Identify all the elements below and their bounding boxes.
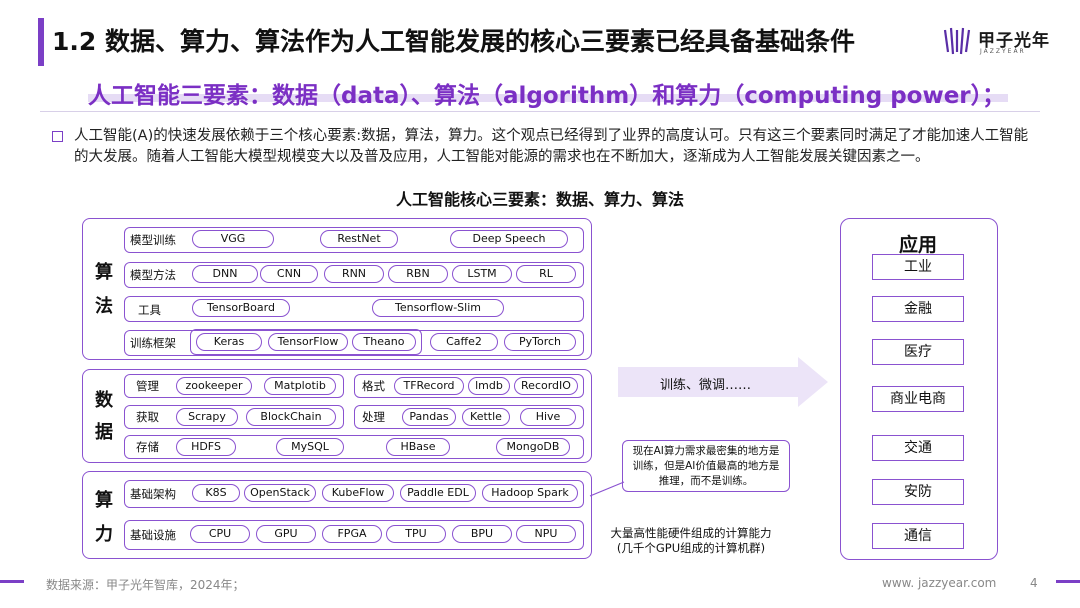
pill-item: Matplotib (264, 377, 336, 395)
bullet-square-icon (52, 131, 63, 142)
jazzyear-logo-icon (943, 27, 971, 55)
arrow-label: 训练、微调…… (660, 378, 752, 393)
pill-item: Scrapy (176, 408, 238, 426)
pill-item: Hive (520, 408, 576, 426)
row-label: 管理 (136, 379, 159, 393)
pill-item: BPU (452, 525, 512, 543)
pill-item: VGG (192, 230, 274, 248)
logo-text: 甲子光年 (978, 31, 1050, 51)
callout-pointer (589, 481, 625, 497)
pill-item: MongoDB (496, 438, 570, 456)
row-label: 基础架构 (130, 487, 176, 501)
pill-item: TFRecord (394, 377, 464, 395)
pill-item: PyTorch (504, 333, 576, 351)
subtitle-highlight (88, 94, 1008, 102)
logo-subtext: JAZZYEAR (980, 48, 1026, 55)
application-item: 医疗 (872, 339, 964, 365)
compute-group (82, 471, 592, 559)
compute-note-line1: 大量高性能硬件组成的计算能力 (610, 526, 772, 540)
pill-item: KubeFlow (322, 484, 394, 502)
pill-item: RL (516, 265, 576, 283)
page-number: 4 (1030, 576, 1038, 590)
intro-paragraph: 人工智能(A)的快速发展依赖于三个核心要素:数据，算法，算力。这个观点已经得到了… (74, 128, 1029, 165)
pill-item: FPGA (322, 525, 382, 543)
compute-note-line2: (几千个GPU组成的计算机群) (616, 541, 766, 555)
title-accent-bar (38, 18, 44, 66)
pill-item: DNN (192, 265, 258, 283)
algorithm-label-2: 法 (95, 296, 113, 317)
pill-item: LSTM (452, 265, 512, 283)
pill-item: Caffe2 (430, 333, 498, 351)
application-item: 交通 (872, 435, 964, 461)
arrow-right-icon (618, 357, 828, 407)
application-item: 金融 (872, 296, 964, 322)
row-label: 训练框架 (130, 336, 176, 350)
pill-item: TensorFlow (268, 333, 348, 351)
pill-item: MySQL (276, 438, 344, 456)
pill-item: CPU (190, 525, 250, 543)
pill-item: RNN (324, 265, 384, 283)
pill-item: BlockChain (246, 408, 336, 426)
pill-item: Theano (352, 333, 416, 351)
algorithm-label-1: 算 (95, 262, 113, 283)
page-title: 1.2 数据、算力、算法作为人工智能发展的核心三要素已经具备基础条件 (52, 27, 855, 56)
row-label: 基础设施 (130, 528, 176, 542)
row-label: 模型训练 (130, 233, 176, 247)
row-label: 存储 (136, 440, 159, 454)
pill-item: lmdb (468, 377, 510, 395)
data-group (82, 369, 592, 463)
pill-item: zookeeper (176, 377, 252, 395)
callout-box: 现在AI算力需求最密集的地方是训练，但是AI价值最高的地方是推理，而不是训练。 (622, 440, 790, 492)
pill-item: RecordIO (514, 377, 578, 395)
application-item: 通信 (872, 523, 964, 549)
divider (40, 111, 1040, 112)
row-label: 处理 (362, 410, 385, 424)
footer-website[interactable]: www. jazzyear.com (882, 576, 997, 590)
compute-label-2: 力 (95, 524, 113, 545)
pill-item: RestNet (320, 230, 398, 248)
pill-item: TPU (386, 525, 446, 543)
row-label: 工具 (138, 303, 161, 317)
row-label: 格式 (362, 379, 385, 393)
application-item: 工业 (872, 254, 964, 280)
pill-item: Kettle (462, 408, 510, 426)
pill-item: K8S (192, 484, 240, 502)
row-label: 获取 (136, 410, 159, 424)
compute-label-1: 算 (95, 490, 113, 511)
pill-item: RBN (388, 265, 448, 283)
pill-item: HDFS (176, 438, 236, 456)
pill-item: Paddle EDL (400, 484, 476, 502)
pill-item: Keras (196, 333, 262, 351)
data-label-1: 数 (95, 390, 113, 411)
footer-accent-left (0, 580, 24, 583)
diagram-title: 人工智能核心三要素：数据、算力、算法 (395, 190, 684, 209)
pill-item: NPU (516, 525, 576, 543)
pill-item: OpenStack (244, 484, 316, 502)
application-item: 安防 (872, 479, 964, 505)
applications-panel (840, 218, 998, 560)
pill-item: GPU (256, 525, 316, 543)
subtitle: 人工智能三要素：数据（data）、算法（algorithm）和算力（comput… (88, 83, 1006, 109)
compute-note: 大量高性能硬件组成的计算能力 (几千个GPU组成的计算机群) (596, 526, 786, 556)
pill-item: Pandas (402, 408, 456, 426)
pill-item: HBase (386, 438, 450, 456)
row-label: 模型方法 (130, 268, 176, 282)
pill-item: Tensorflow-Slim (372, 299, 504, 317)
pill-item: Hadoop Spark (482, 484, 578, 502)
pill-item: CNN (260, 265, 318, 283)
application-item: 商业电商 (872, 386, 964, 412)
data-label-2: 据 (95, 422, 113, 443)
algorithm-group (82, 218, 592, 360)
footer-accent-right (1056, 580, 1080, 583)
applications-title: 应用 (898, 234, 937, 256)
pill-item: Deep Speech (450, 230, 568, 248)
pill-item: TensorBoard (192, 299, 290, 317)
footer-source: 数据来源：甲子光年智库，2024年； (46, 578, 245, 592)
framework-subgroup (190, 329, 422, 355)
